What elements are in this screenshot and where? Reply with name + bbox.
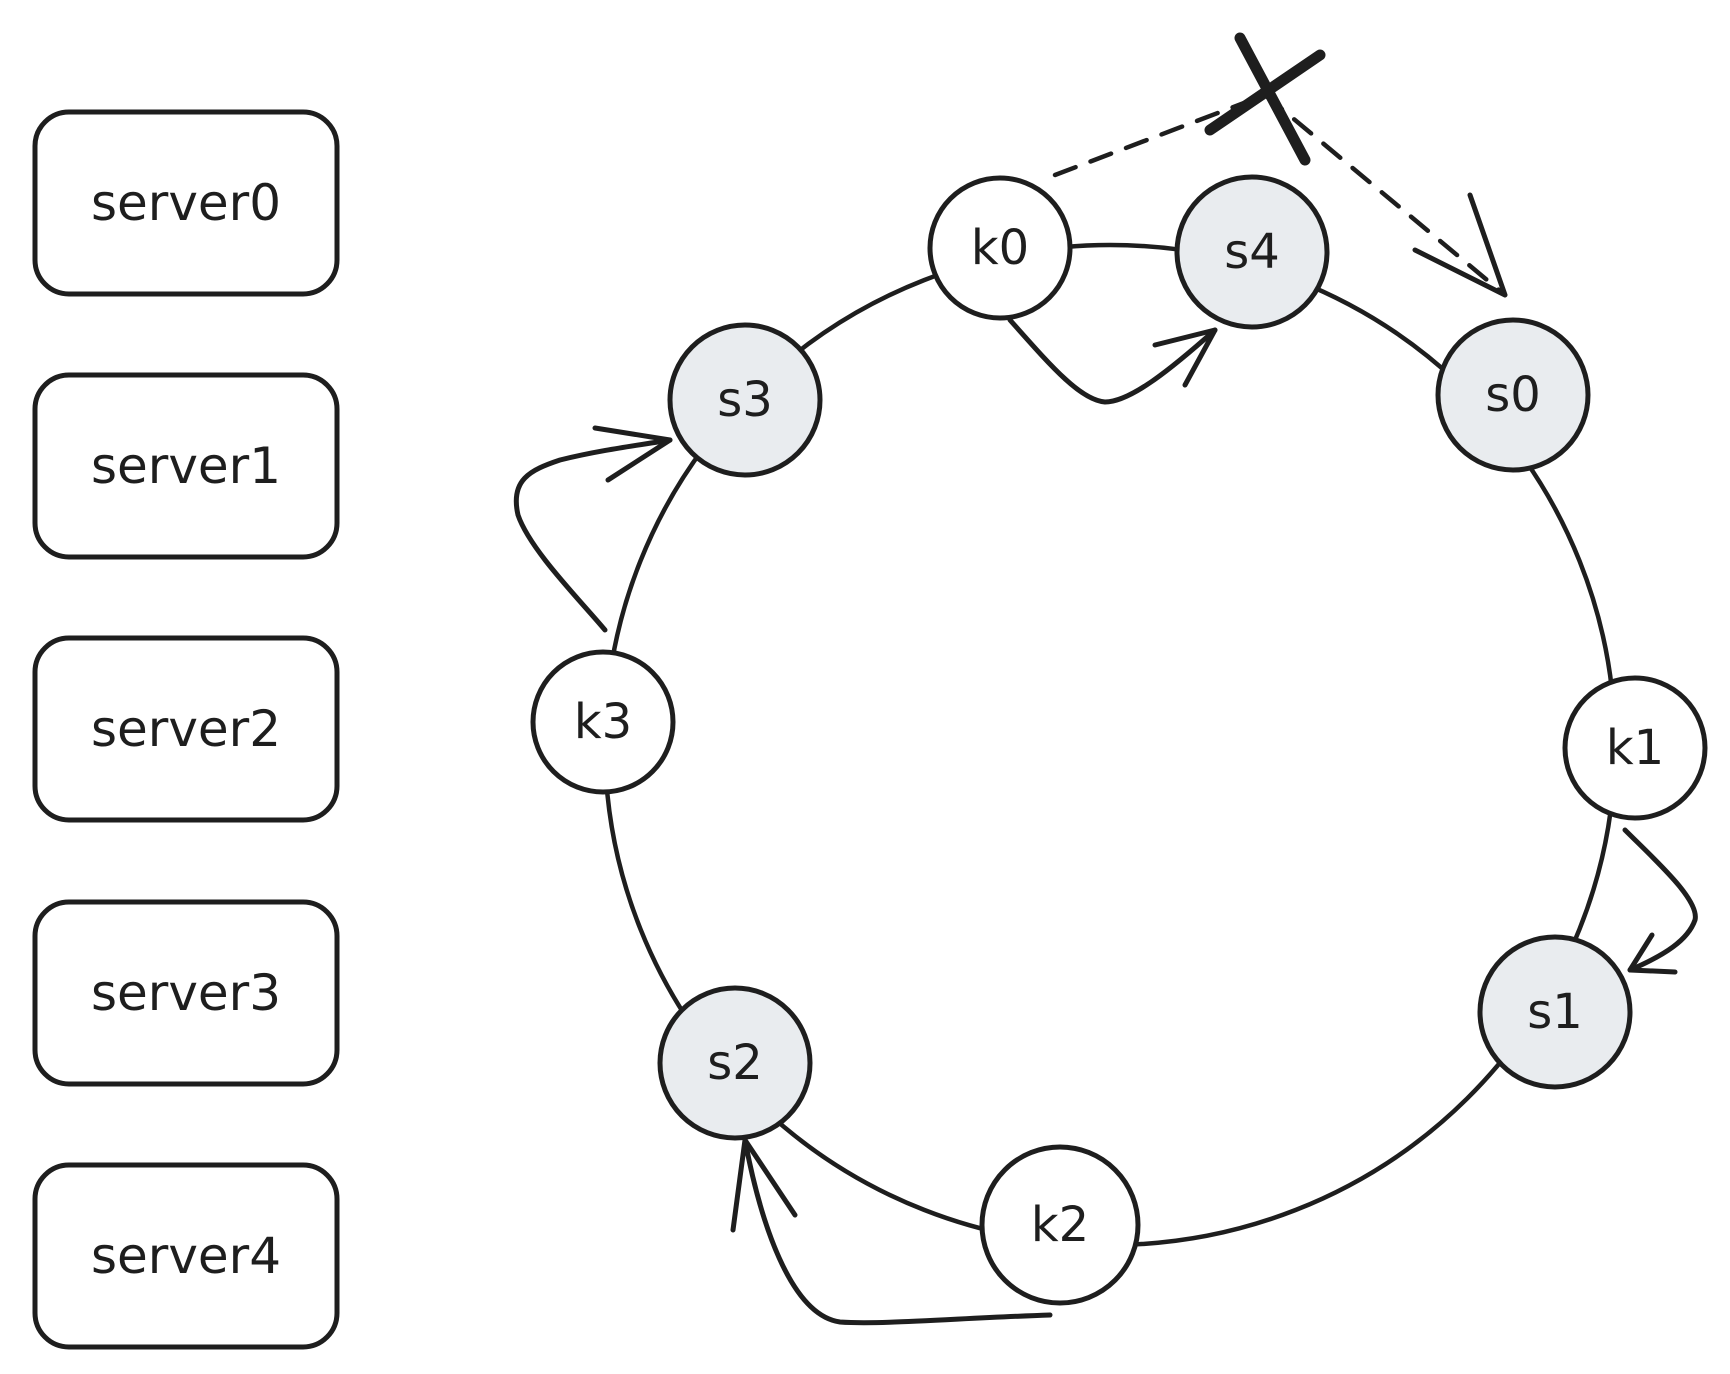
key-node-k0-circle xyxy=(927,175,1073,321)
arrow-k0-to-s4-line xyxy=(1007,317,1218,405)
arrow-k2-to-s2-head xyxy=(730,1137,798,1233)
server-box-outline xyxy=(32,635,340,823)
server-node-s2-circle xyxy=(657,985,813,1141)
server-node-s1-label: s1 xyxy=(1527,984,1583,1040)
arrow-k0-to-s4-head xyxy=(1152,327,1218,388)
arrow-k2-to-s2-line xyxy=(742,1137,1053,1326)
key-node-k3-label: k3 xyxy=(574,694,632,750)
arrow-k3-to-s3-head xyxy=(592,425,673,483)
ring-node-s0: s0 xyxy=(1435,317,1591,473)
server-box-1: server1 xyxy=(32,372,340,560)
ring-node-k0: k0 xyxy=(927,175,1073,321)
server-node-s3-label: s3 xyxy=(717,372,773,428)
ring-node-k1: k1 xyxy=(1562,675,1708,821)
server-box-label: server0 xyxy=(91,174,281,232)
key-node-k0-label: k0 xyxy=(971,220,1029,276)
server-node-s0-label: s0 xyxy=(1485,367,1541,423)
arrow-k1-to-s1 xyxy=(1622,827,1698,975)
server-box-label: server1 xyxy=(91,437,281,495)
server-node-s4-circle xyxy=(1174,174,1330,330)
server-node-s1-circle xyxy=(1477,934,1633,1090)
server-box-label: server3 xyxy=(91,964,281,1022)
arrow-k0-to-s0-removed xyxy=(1052,32,1508,298)
cross-mark-stroke-1 xyxy=(1234,32,1311,166)
ring-node-k2: k2 xyxy=(979,1144,1141,1306)
ring-node-s4: s4 xyxy=(1174,174,1330,330)
server-list: server0 server1 server2 server3 server4 xyxy=(32,109,340,1350)
ring-node-s3: s3 xyxy=(667,322,823,478)
server-node-s2-label: s2 xyxy=(707,1035,763,1091)
arrow-k0-to-s4 xyxy=(1007,317,1218,405)
arrow-k1-to-s1-line xyxy=(1622,827,1698,973)
server-box-0: server0 xyxy=(32,109,340,297)
server-box-3: server3 xyxy=(32,899,340,1087)
key-node-k2-label: k2 xyxy=(1031,1197,1089,1253)
arrow-k3-to-s3 xyxy=(513,425,673,633)
arrow-k2-to-s2 xyxy=(730,1137,1053,1326)
server-box-2: server2 xyxy=(32,635,340,823)
server-box-label: server2 xyxy=(91,700,281,758)
server-box-label: server4 xyxy=(91,1227,281,1285)
server-node-s4-label: s4 xyxy=(1224,224,1280,280)
arrow-k1-to-s1-head xyxy=(1627,932,1678,975)
server-box-outline xyxy=(32,372,340,560)
dashed-arrow-head xyxy=(1412,192,1508,298)
server-box-outline xyxy=(32,109,340,297)
ring-nodes: k0 s4 s0 k1 s1 k2 s2 k3 xyxy=(530,174,1708,1306)
mapping-arrows xyxy=(513,32,1698,1326)
server-box-outline xyxy=(32,899,340,1087)
key-node-k1-label: k1 xyxy=(1606,720,1664,776)
ring-node-s1: s1 xyxy=(1477,934,1633,1090)
dashed-line-k0-to-cross xyxy=(1052,92,1268,178)
arrow-k3-to-s3-line xyxy=(513,437,673,633)
server-box-4: server4 xyxy=(32,1162,340,1350)
dashed-line-cross-to-s0 xyxy=(1262,92,1508,298)
ring-node-k3: k3 xyxy=(530,649,676,795)
server-node-s3-circle xyxy=(667,322,823,478)
ring-node-s2: s2 xyxy=(657,985,813,1141)
key-node-k1-circle xyxy=(1562,675,1708,821)
server-node-s0-circle xyxy=(1435,317,1591,473)
key-node-k3-circle xyxy=(530,649,676,795)
server-box-outline xyxy=(32,1162,340,1350)
cross-mark-stroke-2 xyxy=(1204,49,1326,136)
key-node-k2-circle xyxy=(979,1144,1141,1306)
